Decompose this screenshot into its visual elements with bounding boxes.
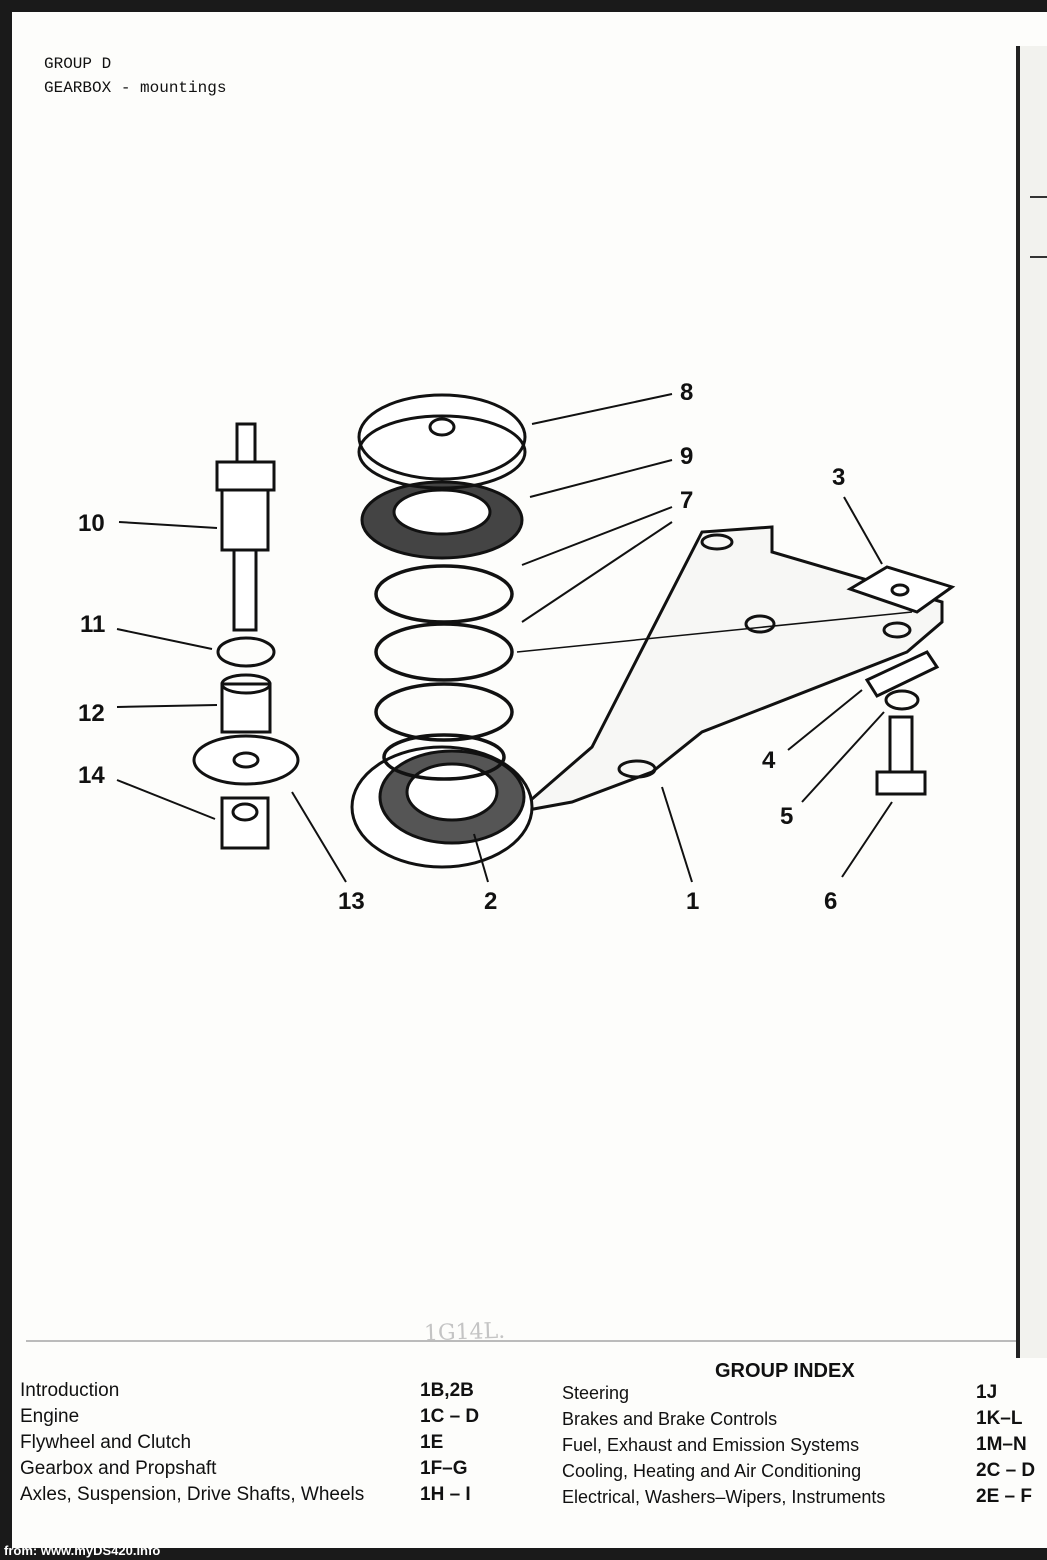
tab-washer bbox=[864, 650, 940, 698]
divider bbox=[26, 1340, 1016, 1342]
callout-14: 14 bbox=[78, 762, 105, 789]
adjacent-page-edge bbox=[1016, 46, 1047, 1358]
callout-13: 13 bbox=[338, 888, 365, 915]
callout-6: 6 bbox=[824, 888, 837, 915]
section-title: GEARBOX - mountings bbox=[44, 79, 227, 97]
callout-10: 10 bbox=[78, 510, 105, 537]
index-code: 1E bbox=[420, 1432, 444, 1453]
callout-3: 3 bbox=[832, 464, 845, 491]
index-code: 1F–G bbox=[420, 1458, 468, 1479]
index-link-axles[interactable]: Axles, Suspension, Drive Shafts, Wheels bbox=[20, 1484, 365, 1505]
callout-4: 4 bbox=[762, 747, 776, 774]
square-plate bbox=[846, 565, 956, 614]
callout-12: 12 bbox=[78, 700, 105, 727]
callout-2: 2 bbox=[484, 888, 497, 915]
index-link-engine[interactable]: Engine bbox=[20, 1406, 80, 1427]
source-footer: from: www.myDS420.info bbox=[4, 1543, 161, 1558]
index-code: 1H – I bbox=[420, 1484, 471, 1505]
index-link-fuel[interactable]: Fuel, Exhaust and Emission Systems bbox=[562, 1435, 860, 1455]
manual-page: GROUP D GEARBOX - mountings bbox=[12, 12, 1047, 1548]
coil-spring bbox=[374, 564, 514, 781]
group-label: GROUP D bbox=[44, 55, 112, 73]
index-right-codes: 1J 1K–L 1M–N 2C – D 2E – F bbox=[976, 1380, 1035, 1510]
callout-8: 8 bbox=[680, 379, 693, 406]
index-code: 2E – F bbox=[976, 1486, 1032, 1507]
stud bbox=[215, 422, 276, 632]
index-link-brakes[interactable]: Brakes and Brake Controls bbox=[562, 1409, 778, 1429]
callout-5: 5 bbox=[780, 803, 793, 830]
callout-7: 7 bbox=[680, 487, 693, 514]
index-link-introduction[interactable]: Introduction bbox=[20, 1380, 120, 1401]
callout-9: 9 bbox=[680, 443, 693, 470]
index-link-steering[interactable]: Steering bbox=[562, 1383, 630, 1403]
callout-1: 1 bbox=[686, 888, 699, 915]
washer-large bbox=[192, 734, 300, 786]
bolt bbox=[875, 715, 927, 796]
page-header: GROUP D GEARBOX - mountings bbox=[44, 52, 226, 100]
index-link-electrical[interactable]: Electrical, Washers–Wipers, Instruments bbox=[562, 1487, 886, 1507]
index-link-cooling[interactable]: Cooling, Heating and Air Conditioning bbox=[562, 1461, 862, 1481]
mounting-bracket bbox=[511, 525, 944, 815]
pencil-annotation: 1G14L. bbox=[423, 1318, 506, 1347]
index-code: 1C – D bbox=[420, 1406, 480, 1427]
index-left-codes: 1B,2B 1C – D 1E 1F–G 1H – I bbox=[420, 1378, 479, 1508]
index-right-labels: Steering Brakes and Brake Controls Fuel,… bbox=[562, 1380, 885, 1510]
index-link-gearbox[interactable]: Gearbox and Propshaft bbox=[20, 1458, 217, 1479]
top-cap bbox=[357, 393, 527, 481]
washer-small bbox=[216, 636, 276, 668]
nut bbox=[220, 796, 270, 850]
group-index-title: GROUP INDEX bbox=[715, 1360, 855, 1382]
spacer-tube bbox=[220, 673, 272, 734]
index-code: 1M–N bbox=[976, 1434, 1027, 1455]
callout-11: 11 bbox=[80, 611, 105, 638]
index-code: 1J bbox=[976, 1382, 998, 1403]
index-left-labels: Introduction Engine Flywheel and Clutch … bbox=[20, 1378, 364, 1508]
index-code: 1B,2B bbox=[420, 1380, 474, 1401]
index-link-flywheel[interactable]: Flywheel and Clutch bbox=[20, 1432, 192, 1453]
index-code: 1K–L bbox=[976, 1408, 1023, 1429]
index-code: 2C – D bbox=[976, 1460, 1036, 1481]
exploded-diagram: 8 9 7 3 10 11 12 14 4 5 13 2 1 6 bbox=[78, 379, 956, 915]
